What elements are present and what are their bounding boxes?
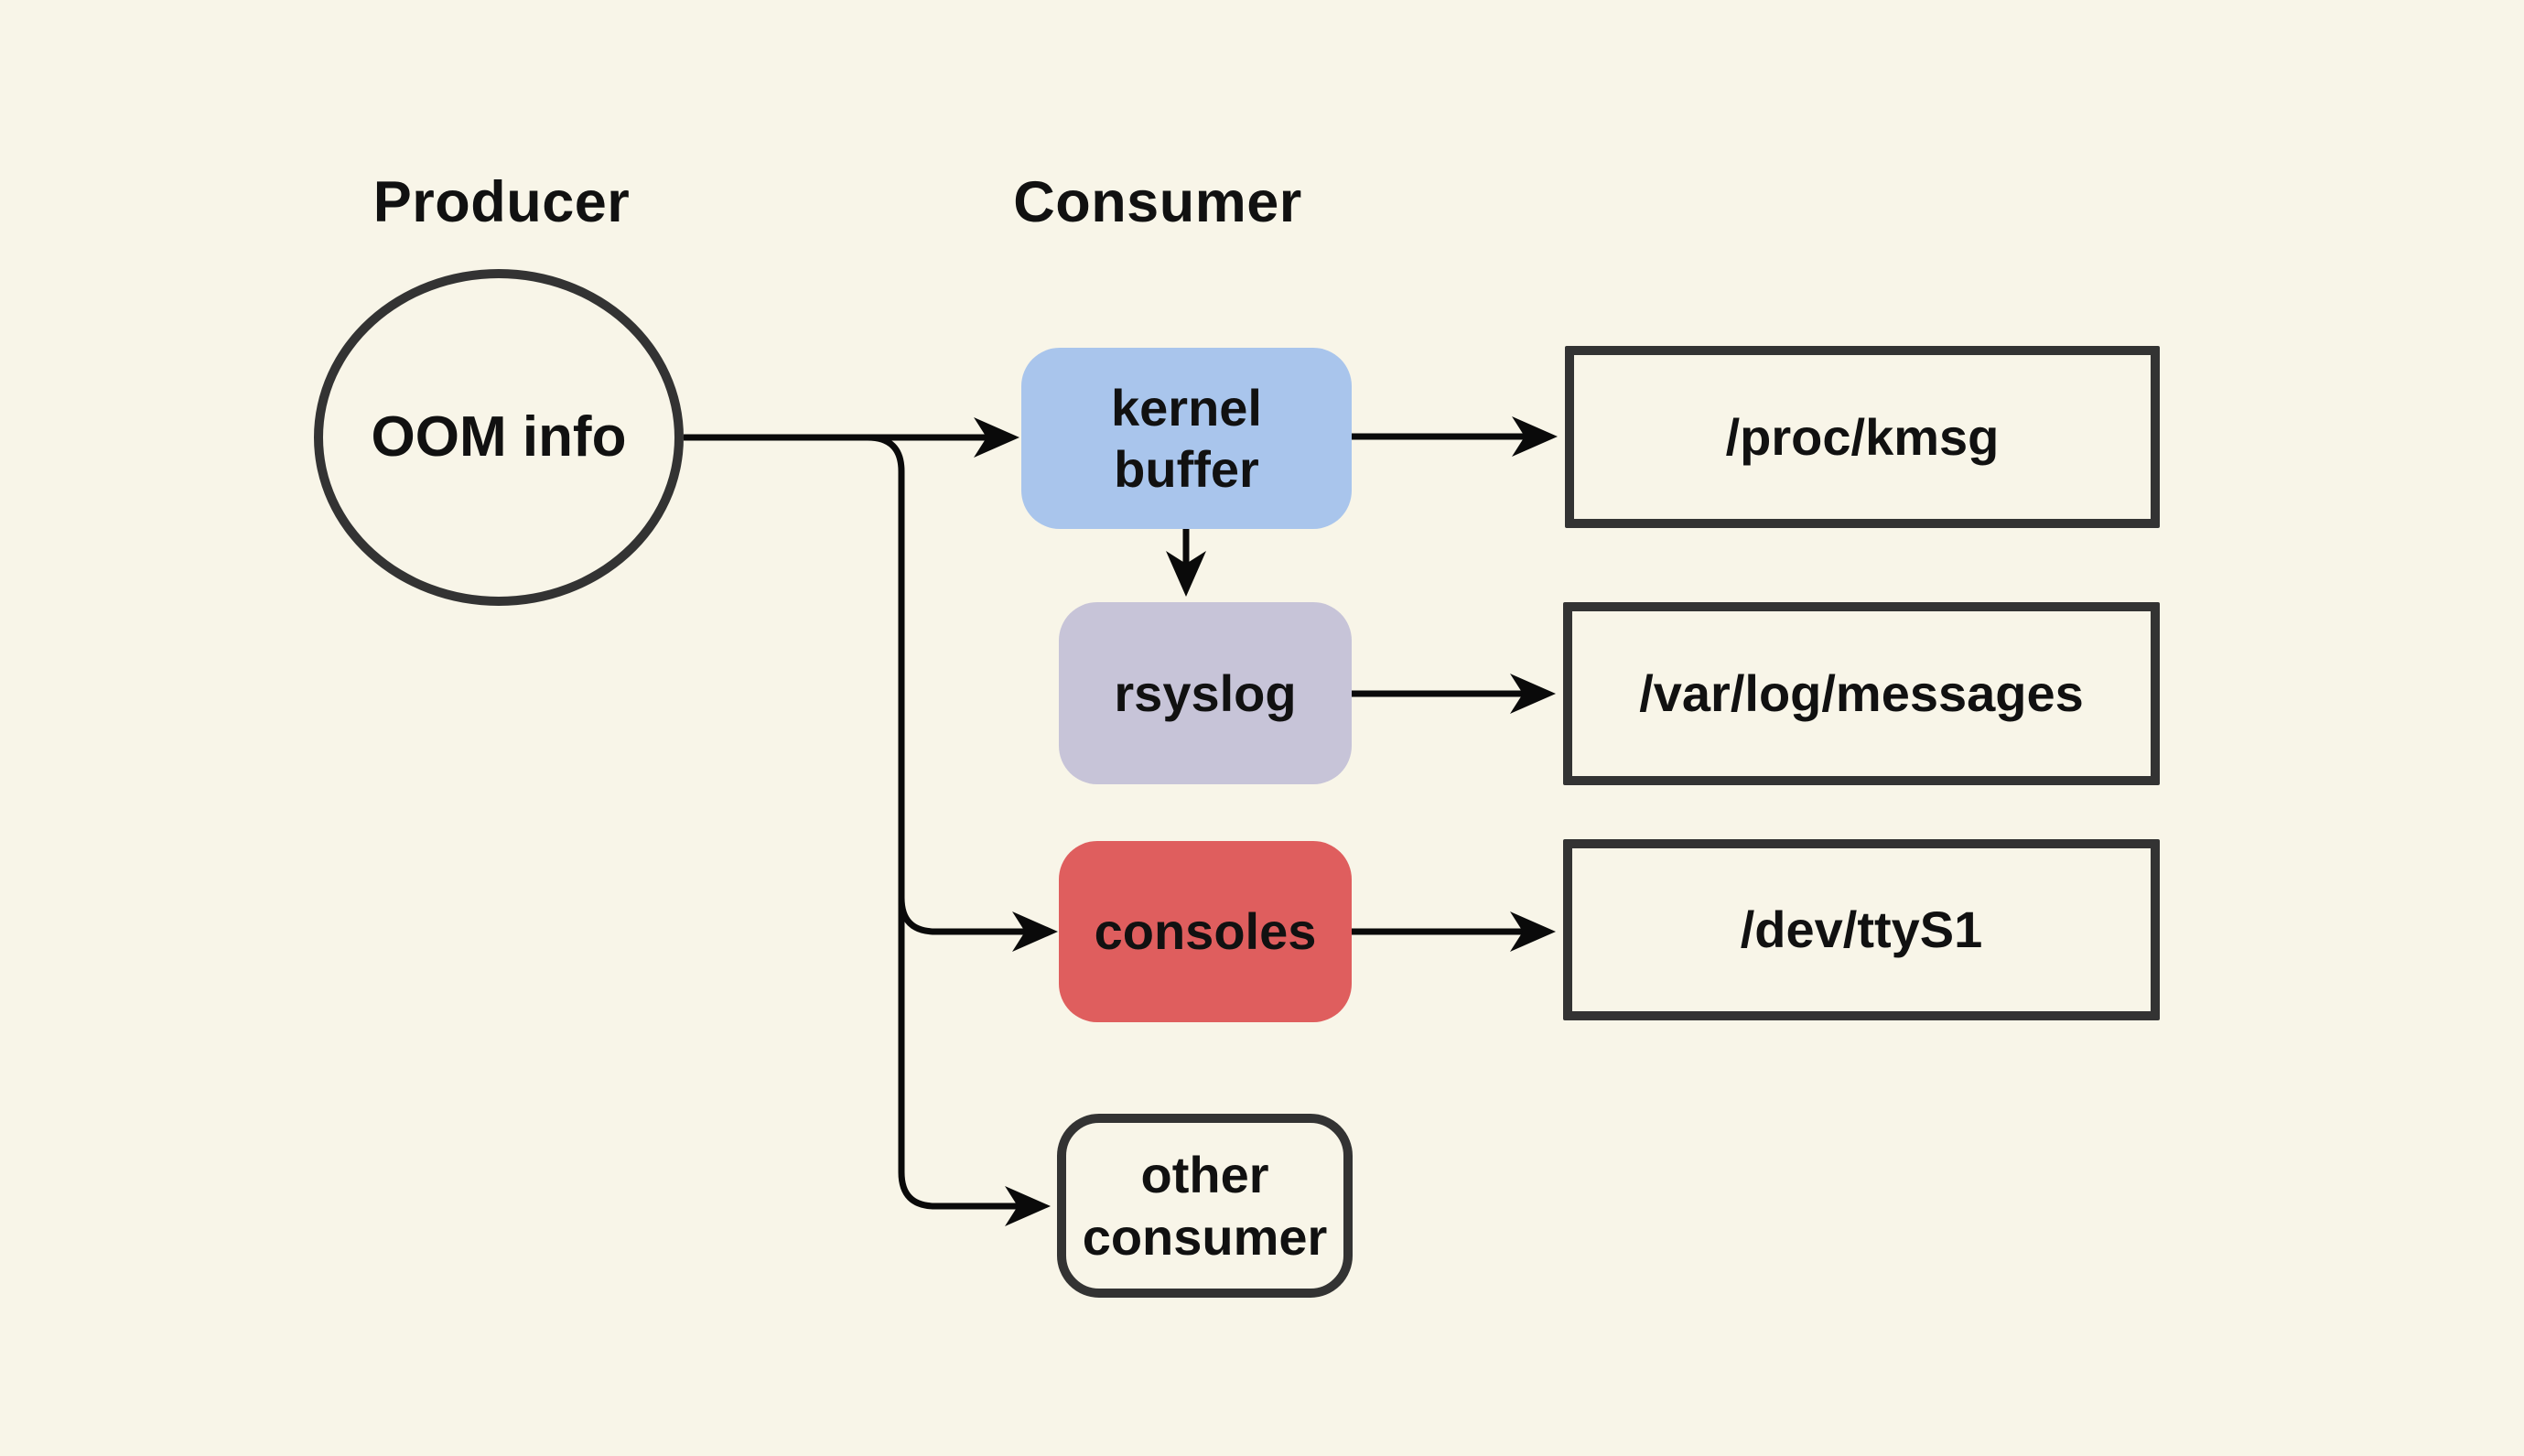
node-rsyslog: rsyslog [1059,602,1352,784]
node-kernel-buffer-label: kernel buffer [1111,378,1262,498]
edge-oom-to-kernel-arrowhead-icon [974,417,1019,458]
edge-oom-to-consoles-arrowhead-icon [1012,911,1058,952]
node-dev-ttys1: /dev/ttyS1 [1563,839,2160,1020]
edge-oom-to-other-consumer-arrowhead-icon [1005,1186,1051,1226]
node-rsyslog-label: rsyslog [1114,663,1297,722]
edge-kernel-to-rsyslog-arrowhead-icon [1166,551,1206,597]
node-var-log-messages: /var/log/messages [1563,602,2160,785]
node-dev-ttys1-label: /dev/ttyS1 [1740,901,1983,959]
node-other-consumer: other consumer [1057,1114,1353,1298]
node-var-log-messages-label: /var/log/messages [1639,664,2084,723]
edge-rsyslog-to-messages-arrowhead-icon [1510,674,1556,714]
node-proc-kmsg: /proc/kmsg [1565,346,2160,528]
producer-heading: Producer [372,170,631,234]
edge-consoles-to-ttys1-arrowhead-icon [1510,911,1556,952]
node-oom-info: OOM info [314,269,684,606]
node-kernel-buffer: kernel buffer [1021,348,1352,529]
consumer-heading: Consumer [1013,170,1302,234]
node-proc-kmsg-label: /proc/kmsg [1725,407,2000,466]
edge-oom-to-other-consumer-line [867,434,1043,1210]
node-consoles: consoles [1059,841,1352,1022]
node-oom-info-label: OOM info [371,404,627,469]
edge-kernel-to-kmsg-arrowhead-icon [1512,416,1558,457]
node-other-consumer-label: other consumer [1082,1146,1328,1266]
edge-oom-to-consoles-line [898,897,1051,935]
node-consoles-label: consoles [1094,902,1317,961]
